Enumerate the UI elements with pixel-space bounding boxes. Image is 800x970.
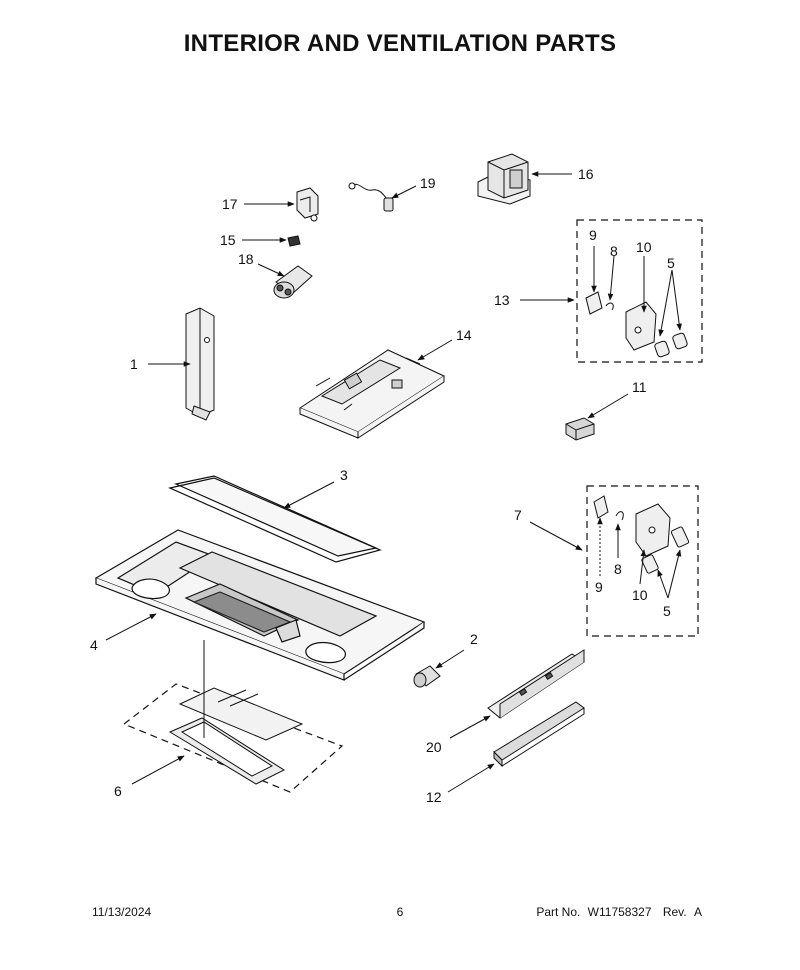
callout-2: 2 [470, 631, 478, 647]
footer-page-number: 6 [396, 905, 404, 919]
callout-18: 18 [238, 251, 254, 267]
rev-value: A [693, 905, 702, 919]
callout-4: 4 [90, 637, 98, 653]
callout-6: 6 [114, 783, 122, 799]
callout-10b: 10 [632, 587, 648, 603]
part-16-transformer [477, 153, 531, 205]
group-7-switch-parts [593, 495, 690, 574]
part-14-plate-assembly [298, 349, 446, 439]
callout-15: 15 [220, 232, 236, 248]
footer-date: 11/13/2024 [92, 905, 152, 919]
rev-label: Rev. [662, 905, 687, 919]
part-19-thermal-cutout [348, 182, 394, 212]
part-2-knob [413, 665, 441, 688]
callout-5b: 5 [663, 603, 671, 619]
callout-5a: 5 [667, 255, 675, 271]
callout-9b: 9 [595, 579, 603, 595]
callout-7: 7 [514, 507, 522, 523]
callout-8b: 8 [614, 561, 622, 577]
part-18-capacitor [273, 265, 313, 299]
part-17-bracket [296, 187, 319, 222]
part-1-vertical-bracket [185, 307, 215, 421]
part-3-filter [168, 475, 382, 563]
part-number: W11758327 [587, 905, 652, 919]
group-13-switch-parts [585, 291, 688, 358]
callout-3: 3 [340, 467, 348, 483]
callout-20: 20 [426, 739, 442, 755]
page-title: INTERIOR AND VENTILATION PARTS [183, 30, 617, 57]
part-4-panel [94, 529, 426, 681]
callout-labels: 16 19 17 15 18 1 14 13 9 8 10 5 11 3 7 9… [90, 166, 675, 805]
footer-part-info: Part No. W11758327 Rev. A [532, 905, 702, 919]
leader-lines [105, 171, 682, 793]
part-12-bar [493, 701, 585, 768]
part-15-clip [287, 235, 301, 247]
callout-8a: 8 [610, 243, 618, 259]
callout-14: 14 [456, 327, 472, 343]
callout-1: 1 [130, 356, 138, 372]
group-7-box [586, 485, 699, 637]
callout-17: 17 [222, 196, 238, 212]
callout-13: 13 [494, 292, 510, 308]
part-11-box [565, 417, 595, 441]
callout-11: 11 [632, 379, 647, 395]
callout-12: 12 [426, 789, 442, 805]
part-label: Part No. [536, 905, 581, 919]
callout-10a: 10 [636, 239, 652, 255]
callout-16: 16 [578, 166, 594, 182]
callout-19: 19 [420, 175, 436, 191]
group-13-box [576, 219, 703, 363]
part-6-grille [168, 687, 304, 785]
callout-9a: 9 [589, 227, 597, 243]
part-20-bracket [487, 649, 585, 719]
